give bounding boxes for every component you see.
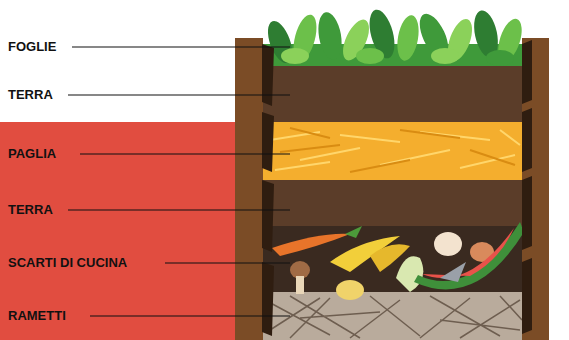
leader-line — [165, 262, 290, 263]
layer-label: TERRA — [8, 202, 53, 218]
red-band — [0, 122, 548, 340]
watermelon-rind — [414, 222, 524, 289]
layer-label: SCARTI DI CUCINA — [8, 255, 127, 271]
fish-bone — [440, 262, 466, 282]
leaf — [431, 48, 459, 64]
carrot — [272, 234, 350, 256]
bin-post — [522, 38, 549, 340]
leaf — [281, 48, 309, 64]
leader-line — [68, 209, 290, 210]
leaves — [262, 7, 526, 66]
leaf — [394, 14, 422, 63]
leader-lines — [68, 47, 290, 316]
leaf — [315, 10, 345, 61]
leader-line — [72, 46, 290, 47]
eggshell — [434, 232, 462, 256]
layer-label: RAMETTI — [8, 308, 66, 324]
leader-line — [90, 315, 290, 316]
potato-peel — [336, 280, 364, 300]
twigs-layer — [262, 292, 524, 340]
leader-line — [80, 153, 290, 154]
apple-core — [396, 256, 423, 292]
straw-shadow — [280, 128, 515, 172]
layer-label: PAGLIA — [8, 146, 56, 162]
mushroom-stem — [296, 276, 304, 294]
carrot-top — [345, 226, 362, 238]
leaf — [486, 50, 514, 66]
watermelon-flesh — [422, 228, 514, 278]
right-slats — [522, 40, 532, 334]
straw-strokes-dark — [280, 128, 515, 172]
twig-lines — [265, 296, 522, 338]
layer-label: FOGLIE — [8, 39, 56, 55]
leaf — [356, 48, 384, 64]
straw-layer — [262, 122, 524, 180]
leader-line — [68, 94, 290, 95]
soil-layer — [262, 62, 524, 124]
layer-label: TERRA — [8, 87, 53, 103]
twigs — [265, 296, 522, 338]
bin-post — [235, 38, 263, 340]
soil-layer — [262, 180, 524, 226]
left-slats — [262, 44, 274, 336]
bin-slats — [262, 40, 532, 336]
